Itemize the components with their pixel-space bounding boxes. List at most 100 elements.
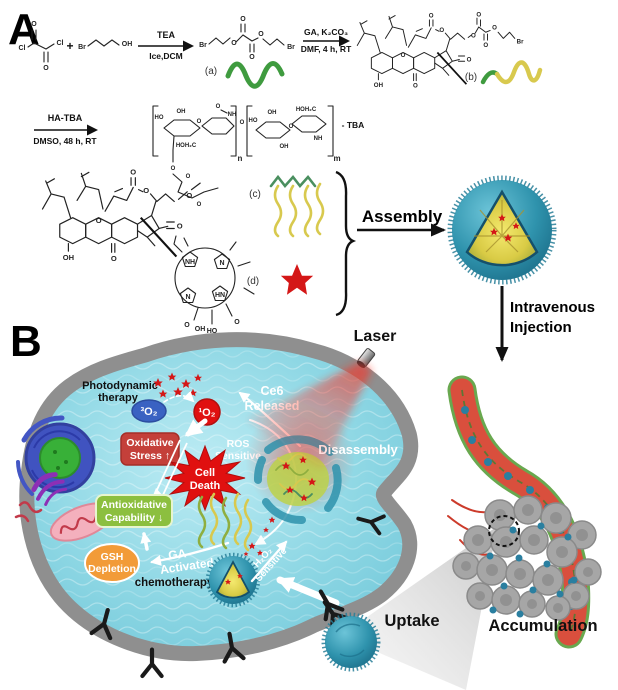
accumulation-label: Accumulation [488, 617, 597, 635]
atom-label: O [143, 186, 149, 195]
oxidative-stress-line2: Stress ↑ [130, 450, 170, 462]
subscript-n: n [238, 154, 243, 163]
assembly-brace [335, 170, 357, 317]
atom-label: O [476, 11, 481, 18]
atom-label: OH [63, 253, 74, 262]
tba-counterion-label: - TBA [342, 120, 365, 130]
atom-label: OH [268, 110, 277, 116]
atom-label: O [111, 254, 117, 263]
atom-label: HO [249, 118, 258, 124]
atom-label: O [177, 221, 183, 230]
reaction-condition: Ice,DCM [149, 51, 183, 61]
atom-label: O [31, 21, 37, 28]
atom-label: OH [374, 82, 384, 89]
gsh-depletion-bubble [84, 543, 140, 583]
atom-label: HO [207, 328, 218, 335]
atom-label: Br [199, 42, 207, 49]
atom-label: Br [517, 39, 524, 46]
atom-label: Br [287, 44, 295, 51]
atom-label: NH [185, 259, 195, 266]
ga-to-gsh-arrow [150, 541, 230, 566]
atom-label: O [231, 40, 237, 47]
dibromo-diester-structure: Br O O O O Br [199, 16, 295, 61]
atom-label: OH [280, 144, 289, 150]
ga-conjugate-structure: O OH O O O O O O O O Br [356, 11, 524, 90]
triplet-oxygen-bubble [131, 399, 167, 423]
laser-label: Laser [354, 328, 397, 345]
accumulated-nanoparticles [486, 522, 578, 618]
injection-label-line1: Intravenous [510, 299, 595, 316]
atom-label: HN [215, 292, 225, 299]
assembled-nanoparticle [447, 175, 557, 285]
atom-label: O [483, 42, 488, 49]
atom-label: O [240, 120, 245, 126]
antioxidative-line2: Capability ↓ [105, 512, 163, 524]
bromopropanol-structure: Br OH [78, 39, 133, 51]
tag-a: (a) [205, 66, 217, 77]
er-red-tubules [14, 501, 43, 523]
photodynamic-label-line2: therapy [98, 392, 139, 404]
atom-label: O [439, 27, 444, 34]
atom-label: OH [195, 326, 206, 333]
atom-label: O [197, 119, 202, 125]
atom-label: O [197, 202, 202, 208]
ce6-structure: NH N N HN O OH HO O [173, 235, 255, 335]
atom-label: O [471, 33, 476, 40]
disassembly-label: Disassembly [318, 442, 398, 457]
tag-b: (b) [465, 72, 477, 83]
atom-label: OH [122, 41, 133, 48]
atom-label: O [130, 167, 136, 176]
atom-label: O [234, 319, 240, 326]
o2-conversion-arrow [163, 390, 195, 403]
atom-label: O [186, 174, 191, 180]
internalized-nanoparticle [205, 552, 261, 608]
atom-label: O [186, 191, 192, 200]
ce6-released-line1: Ce6 [261, 384, 284, 398]
polymer-brush [269, 174, 325, 238]
ros-sensitive-line1: ROS [227, 438, 250, 450]
atom-label: O [429, 12, 434, 19]
gsh-line1: GSH [101, 551, 124, 563]
oxalyl-chloride-structure: Cl O O Cl [19, 21, 64, 72]
cell-death-burst [164, 444, 246, 512]
golgi-apparatus [31, 472, 68, 506]
atom-label: NH [314, 136, 323, 142]
reaction-condition: HA-TBA [48, 113, 83, 123]
atom-label: NH [228, 112, 237, 118]
ga-chain-wave-a [225, 61, 285, 89]
nucleus-er [16, 415, 96, 496]
oxidative-stress-box [120, 432, 180, 466]
singlet-oxygen-label: ¹O₂ [198, 407, 215, 419]
atom-label: N [185, 294, 190, 301]
atom-label: Cl [57, 40, 64, 47]
ce6-star-icon [280, 264, 314, 295]
atom-label: O [43, 65, 49, 72]
tag-c: (c) [249, 189, 261, 200]
atom-label: O [492, 25, 497, 32]
triplet-oxygen-label: ³O₂ [140, 406, 157, 418]
h2o2-arrow [250, 540, 288, 583]
singlet-oxygen-bubble [193, 398, 221, 426]
reaction-arrow-2: GA, K₂CO₃ DMF, 4 h, RT [301, 27, 352, 54]
atom-label: O [467, 56, 472, 63]
atom-label: O [96, 216, 102, 225]
atom-label: O [289, 124, 294, 130]
atom-label: O [216, 104, 221, 110]
antioxidative-line1: Antioxidative [101, 499, 167, 511]
ga-structure-2: O OH O O O O O [41, 167, 201, 263]
subscript-m: m [333, 154, 340, 163]
atom-label: O [171, 166, 176, 172]
chemotherapy-label: chemotherapy [135, 577, 214, 589]
atom-label: Cl [19, 45, 26, 52]
atom-label: O [249, 54, 255, 61]
uptake-label: Uptake [384, 612, 439, 630]
atom-label: HO [155, 115, 164, 121]
reaction-condition: GA, K₂CO₃ [304, 27, 348, 37]
atom-label: HOH₂C [176, 143, 197, 149]
tumor-cluster [447, 495, 602, 621]
atom-label: O [258, 31, 264, 38]
atom-label: OH [177, 109, 186, 115]
cell-death-line2: Death [190, 480, 221, 492]
reaction-condition: TEA [157, 30, 176, 40]
uptake-nanoparticle [321, 612, 381, 672]
